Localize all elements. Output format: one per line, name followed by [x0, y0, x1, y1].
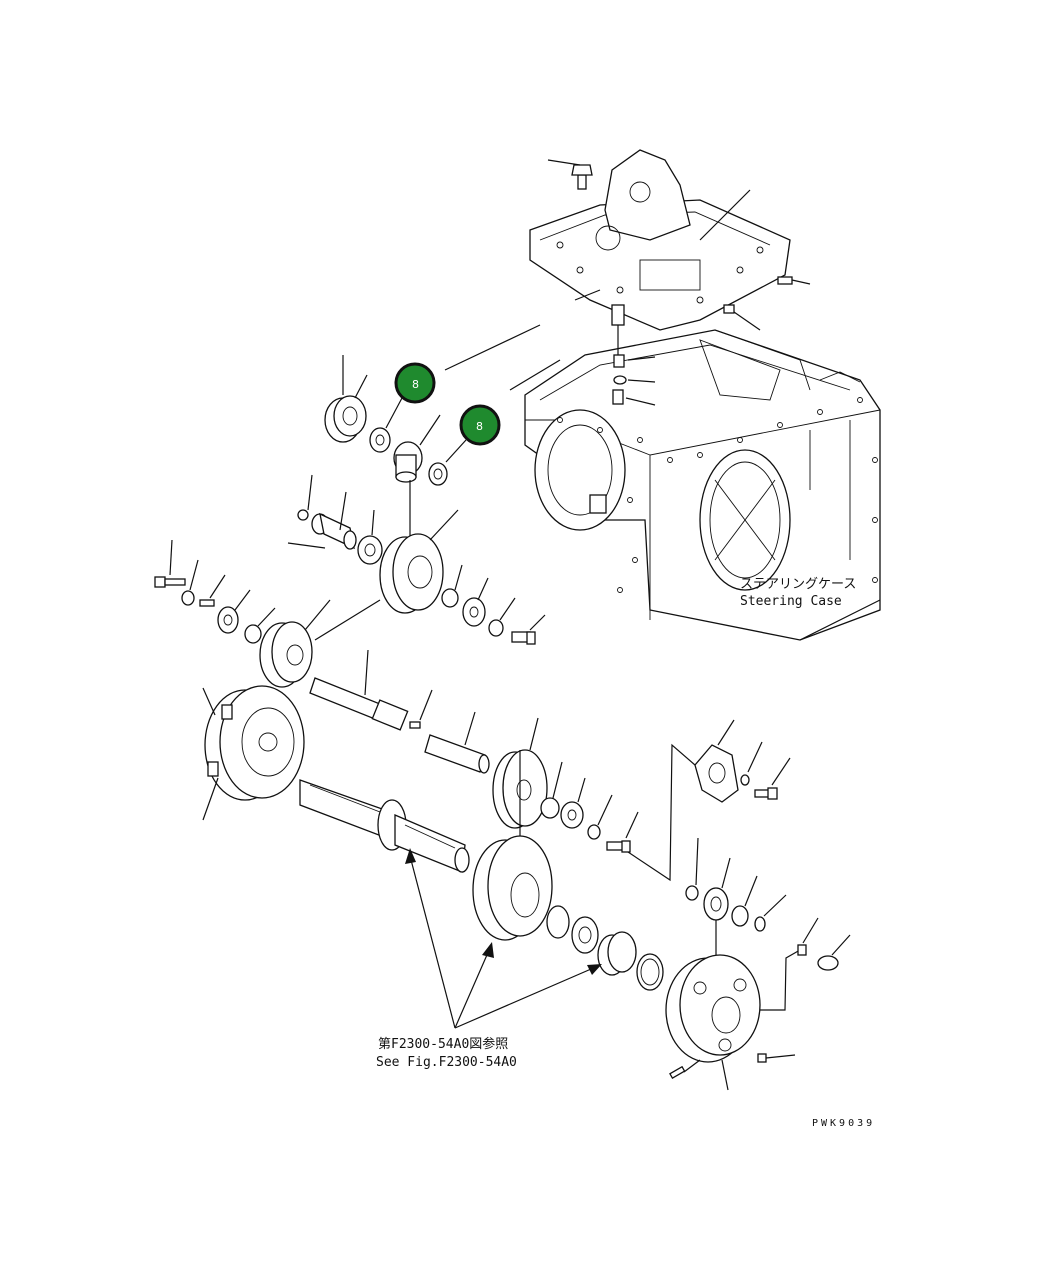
steering-case-label-en: Steering Case — [740, 594, 842, 609]
callout-circle — [459, 404, 501, 446]
left-bolt-group — [154, 539, 381, 688]
lower-carrier-group — [665, 837, 851, 1091]
output-shaft — [299, 779, 470, 873]
see-figure-label-jp: 第F2300-54A0図参照 — [378, 1036, 508, 1052]
arrow-head-shaft — [405, 848, 416, 864]
reference-arrows — [405, 848, 602, 1029]
drawing-code: PWK9039 — [812, 1118, 875, 1129]
idler-gear-group — [287, 474, 546, 645]
idler-bearing-group — [324, 355, 448, 540]
callout-badge-1[interactable]: 8 — [385, 362, 436, 429]
ring-gear-group — [472, 835, 664, 991]
callout-circle — [394, 362, 436, 404]
callout-badge-2[interactable]: 8 — [445, 404, 501, 463]
callout-number: 8 — [476, 420, 483, 433]
see-figure-label-en: See Fig.F2300-54A0 — [376, 1055, 517, 1070]
arrow-head-ring-gear — [482, 942, 494, 958]
planetary-carrier — [202, 685, 305, 821]
steering-case-label-jp: ステアリングケース — [740, 577, 856, 592]
arrow-head-bearing — [587, 964, 602, 975]
cover-plate-group — [627, 719, 791, 882]
steering-case — [524, 329, 881, 641]
callout-number: 8 — [412, 378, 419, 391]
shaft-group — [309, 649, 490, 774]
valve-assembly — [444, 149, 811, 406]
sun-gear-group — [492, 717, 639, 853]
